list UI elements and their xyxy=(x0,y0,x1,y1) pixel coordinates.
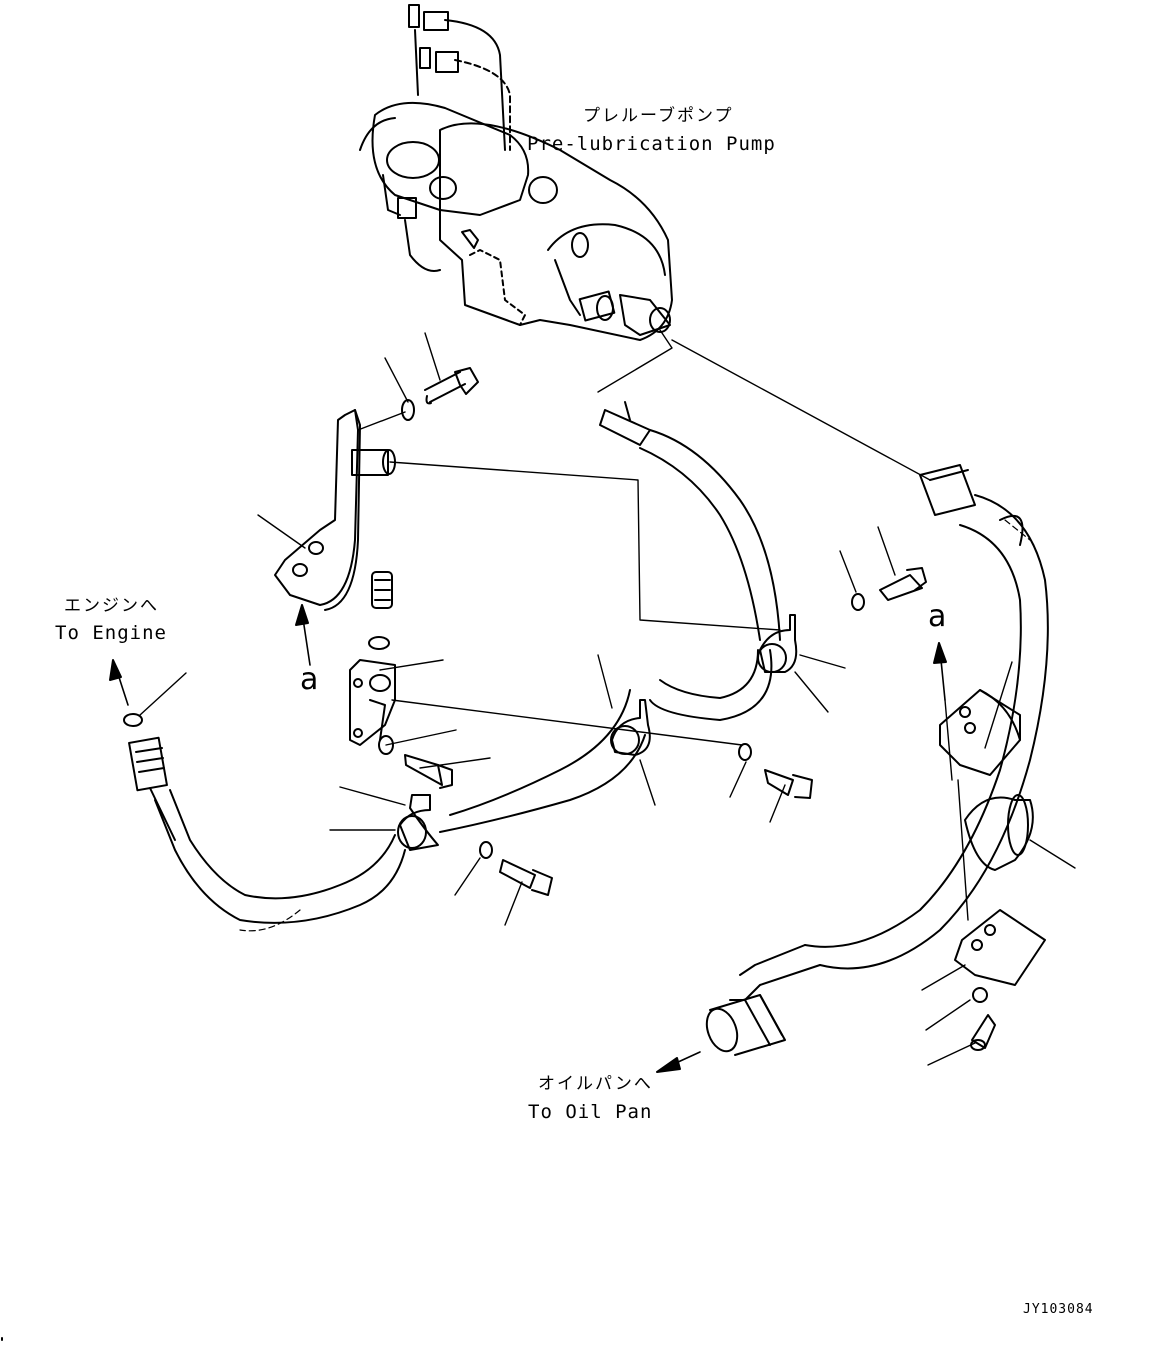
leader-bracket-clamp xyxy=(389,461,781,631)
direction-arrows xyxy=(109,604,947,1073)
oilpan-hose xyxy=(705,464,1049,1056)
callout-leaders xyxy=(139,332,1076,1066)
drawing-code: JY103084 xyxy=(1023,1302,1094,1317)
hose-clamps xyxy=(397,614,798,851)
right-clamp-parts xyxy=(939,689,1046,1051)
prelube-pump xyxy=(359,4,673,341)
upper-bolt xyxy=(401,367,479,421)
engine-label-en: To Engine xyxy=(55,622,167,644)
oilpan-label-en: To Oil Pan xyxy=(528,1101,653,1123)
o-ring xyxy=(123,713,143,727)
pump-label-en: Pre-lubrication Pump xyxy=(527,133,776,155)
pump-label-jp: プレルーブポンプ xyxy=(583,106,734,126)
middle-left-bolt xyxy=(378,735,453,789)
pump-leader-line xyxy=(597,329,673,393)
reference-a-left: a xyxy=(300,662,319,697)
reference-a-right: a xyxy=(928,599,947,634)
middle-right-bolts xyxy=(479,567,927,896)
upper-bracket xyxy=(274,409,396,611)
oilpan-label-jp: オイルパンへ xyxy=(538,1074,653,1094)
middle-bracket xyxy=(349,571,396,746)
engine-label-jp: エンジンへ xyxy=(64,596,159,616)
engine-hose xyxy=(128,401,781,932)
